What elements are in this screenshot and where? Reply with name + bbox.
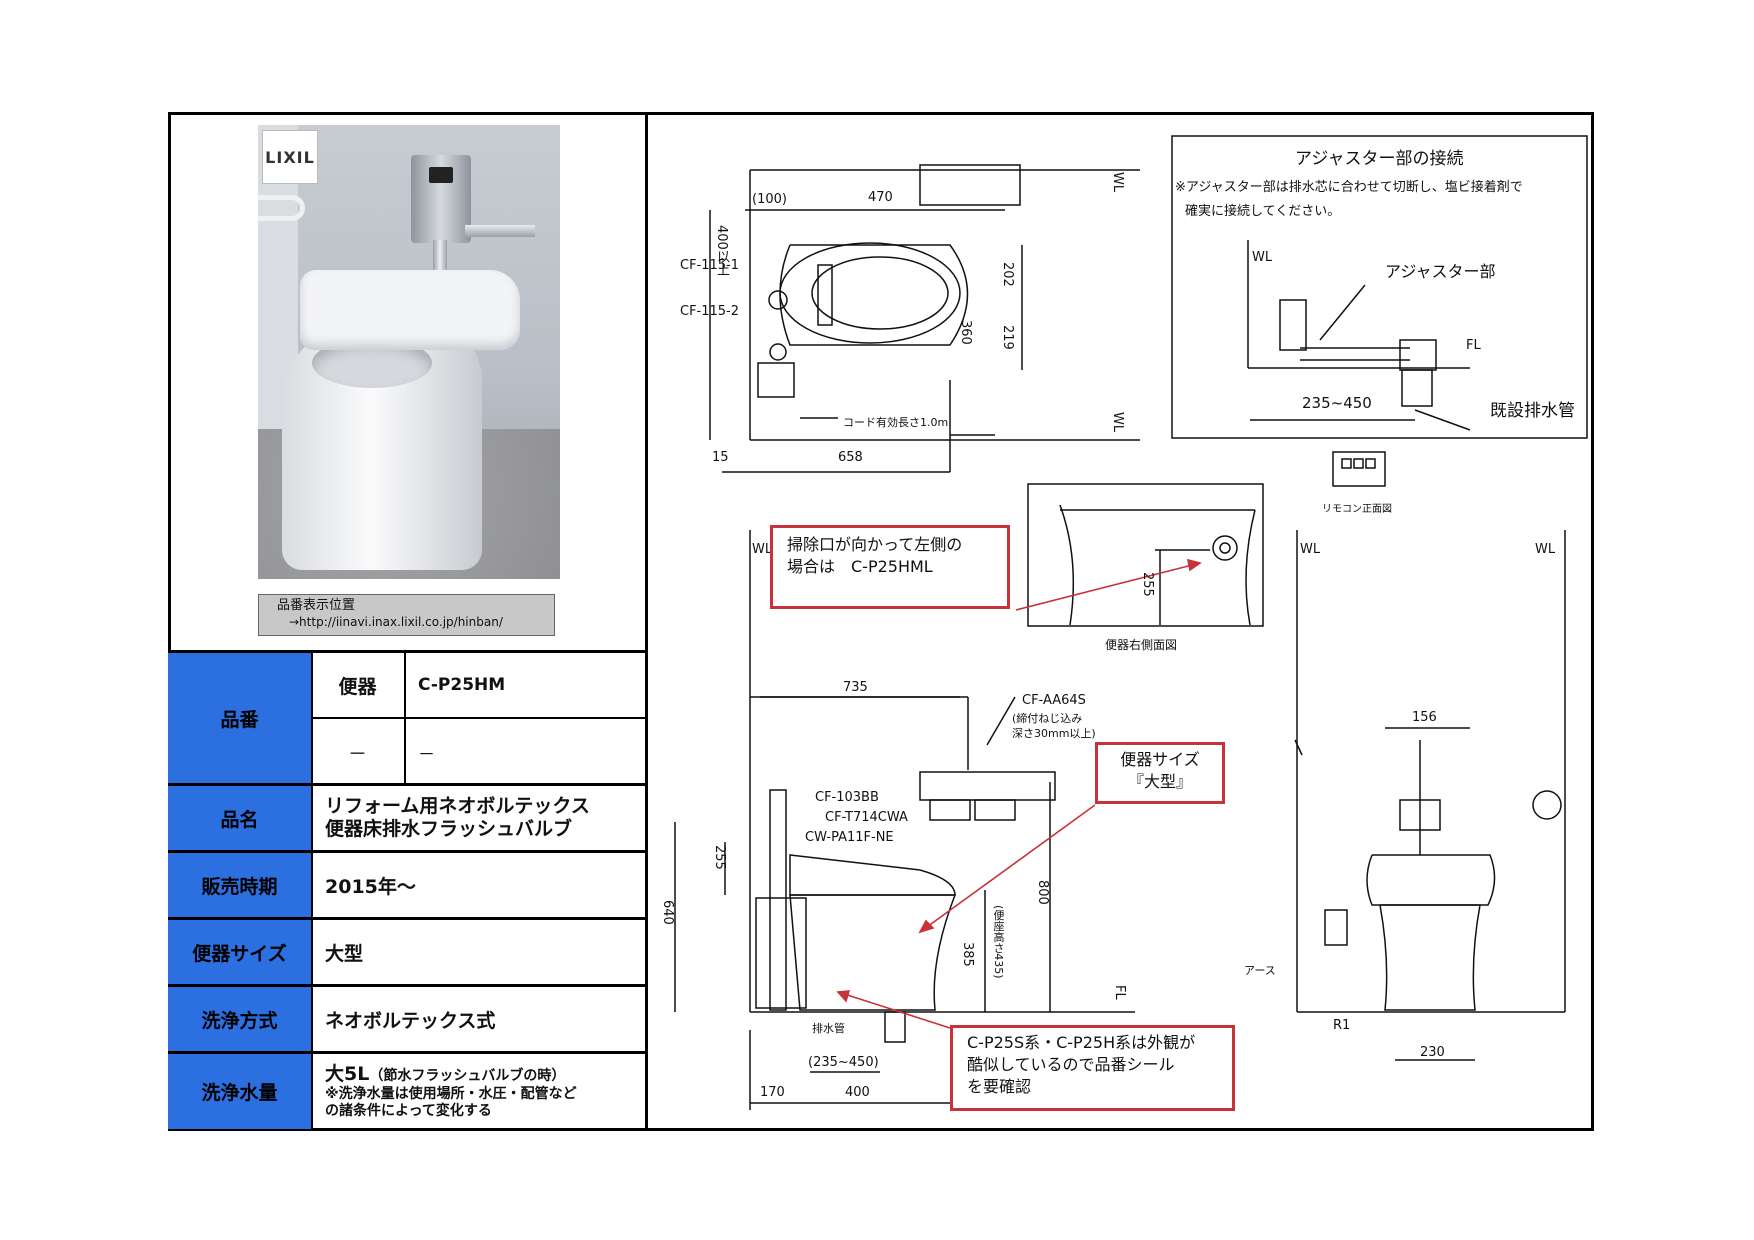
side-dim-400: 400 [845,1085,870,1100]
row-hinmei: 品名 リフォーム用ネオボルテックス 便器床排水フラッシュバルブ [168,783,648,850]
dim-15: 15 [712,450,729,465]
label-method: 洗浄方式 [168,987,313,1051]
dim-360: 360 [958,320,973,345]
sheet-frame [168,112,1594,1131]
label-cf-aa64s-note2: 深さ30mm以上) [1012,727,1096,740]
adjuster-note-2: 確実に接続してください。 [1185,204,1341,219]
value-method: ネオボルテックス式 [325,1009,496,1032]
side-dim-385: 385 [960,942,975,967]
side-dim-435: (便座高さ435) [992,905,1005,979]
adjuster-dim-range: 235~450 [1302,394,1372,412]
label-cw-pa11f-ne: CW-PA11F-NE [805,830,894,845]
vertical-divider [645,112,648,1131]
label-hinban: 品番 [168,653,313,783]
side-dim-range: (235~450) [808,1055,879,1070]
side-dim-640: 640 [660,900,675,925]
hinban-key-1: 便器 [311,653,406,717]
front-wl-left: WL [1300,542,1321,557]
dim-219: 219 [1000,325,1015,350]
side-dim-255: 255 [712,845,727,870]
label-cf-aa64s: CF-AA64S [1022,693,1086,708]
label-cf115-1: CF-115-1 [680,258,740,273]
earth-label: アース [1244,964,1276,977]
label-hinmei: 品名 [168,786,313,850]
side-dim-170: 170 [760,1085,785,1100]
value-hinmei: リフォーム用ネオボルテックス 便器床排水フラッシュバルブ [325,795,590,840]
front-wl-right: WL [1535,542,1556,557]
part-number-caption: 品番表示位置 →http://iinavi.inax.lixil.co.jp/h… [258,594,555,636]
value-water: 大5L（節水フラッシュバルブの時） ※洗浄水量は使用場所・水圧・配管など の諸条… [325,1063,577,1119]
dim-470: 470 [868,190,893,205]
side-fl: FL [1112,985,1127,1000]
label-cf-t714cwa: CF-T714CWA [825,810,908,825]
row-water: 洗浄水量 大5L（節水フラッシュバルブの時） ※洗浄水量は使用場所・水圧・配管な… [168,1051,648,1129]
caption-url[interactable]: →http://iinavi.inax.lixil.co.jp/hinban/ [289,615,503,629]
side-wl: WL [752,542,773,557]
hinban-value-2: － [418,745,435,765]
front-dim-230: 230 [1420,1045,1445,1060]
hinban-sub-1: 便器 C-P25HM [311,653,648,719]
adjuster-fl: FL [1466,338,1481,353]
dim-658: 658 [838,450,863,465]
callout-size: 便器サイズ 『大型』 [1095,742,1225,804]
label-cf-aa64s-note1: (締付ねじ込み [1012,712,1083,725]
label-cf115-2: CF-115-2 [680,304,740,319]
row-period: 販売時期 2015年～ [168,850,648,917]
existing-drain-pipe: 既設排水管 [1490,401,1575,421]
side-dim-800: 800 [1035,880,1050,905]
adjuster-note-1: ※アジャスター部は排水芯に合わせて切断し、塩ビ接着剤で [1175,180,1523,195]
remote-label: リモコン正面図 [1322,504,1392,515]
row-size: 便器サイズ 大型 [168,917,648,984]
caption-title: 品番表示位置 [277,598,356,613]
side-dim-735: 735 [843,680,868,695]
row-hinban: 品番 便器 C-P25HM － － [168,650,648,786]
callout-similar-models: C-P25S系・C-P25H系は外観が 酷似しているので品番シール を要確認 [950,1025,1235,1111]
hinban-key-2: － [311,719,406,786]
handrail [258,195,305,221]
label-water: 洗浄水量 [168,1054,313,1129]
section-caption: 便器右側面図 [1105,638,1178,652]
flush-valve-unit [411,155,471,243]
hinban-value-1: C-P25HM [418,675,506,695]
lixil-logo: LIXIL [262,130,318,184]
r1-label: R1 [1333,1018,1351,1033]
row-method: 洗浄方式 ネオボルテックス式 [168,984,648,1051]
wl-bottom: WL [1110,412,1125,433]
dim-100: (100) [752,192,787,207]
wl-top: WL [1110,172,1125,193]
label-size: 便器サイズ [168,920,313,984]
adjuster-wl: WL [1252,250,1273,265]
label-cf-103bb: CF-103BB [815,790,879,805]
label-period: 販売時期 [168,853,313,917]
value-size: 大型 [325,942,364,965]
supply-pipe [465,225,535,237]
drain-pipe-label: 排水管 [812,1022,845,1035]
dim-400-min: 400以上 [714,225,729,276]
cord-length: コード有効長さ1.0m [843,416,949,429]
adjuster-title: アジャスター部の接続 [1295,149,1464,169]
adjuster-part-label: アジャスター部 [1385,262,1496,281]
front-dim-156: 156 [1412,710,1437,725]
value-period: 2015年～ [325,875,416,898]
hinban-sub-2: － － [311,719,648,786]
dim-202: 202 [1000,262,1015,287]
section-dim-255: 255 [1140,572,1155,597]
callout-cleanout: 掃除口が向かって左側の 場合は C-P25HML [770,525,1010,609]
toilet-seat [300,270,520,350]
